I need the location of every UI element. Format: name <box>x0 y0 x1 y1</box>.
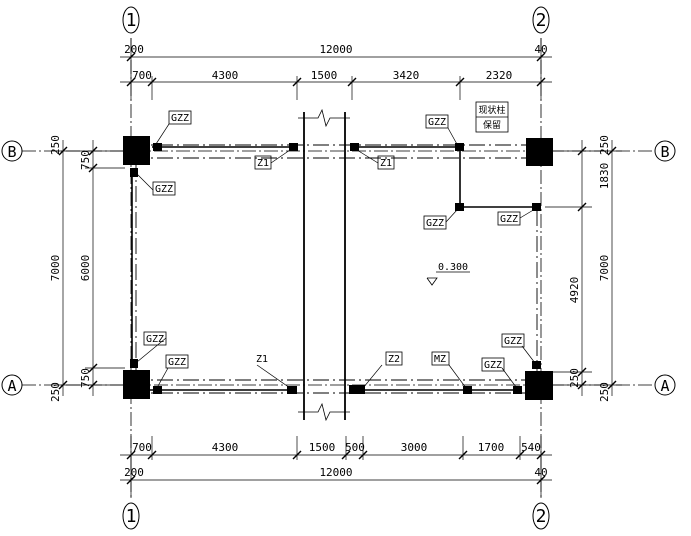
column-gzz <box>513 386 522 394</box>
dim-left-top-small: 750 <box>79 150 92 170</box>
dim-bottom-segment: 700 <box>132 441 152 454</box>
column-gzz <box>153 386 162 394</box>
solid-beams <box>131 146 537 391</box>
column-z1 <box>289 143 298 151</box>
dim-top-segment: 700 <box>132 69 152 82</box>
tag-gzz: GZZ <box>428 117 446 128</box>
tag-gzz: GZZ <box>155 184 173 195</box>
axis-label-col-1-bottom: 1 <box>126 506 137 527</box>
axis-label-row-a-left: A <box>7 377 16 395</box>
dim-bottom-left-offset: 200 <box>124 466 144 479</box>
column-z2 <box>349 385 365 394</box>
column-gzz <box>532 203 541 211</box>
axis-label-col-2-top: 2 <box>536 10 547 31</box>
column-gzz <box>532 361 541 369</box>
leader-lines <box>135 123 536 389</box>
tag-gzz: GZZ <box>146 334 164 345</box>
dim-top-segment: 2320 <box>486 69 513 82</box>
dim-right-bottom-small: 250 <box>598 382 611 402</box>
dim-bottom-segment: 1700 <box>478 441 505 454</box>
elevation-label: 0.300 <box>438 262 468 273</box>
dim-left-bottom-small: 250 <box>49 382 62 402</box>
tag-z1: Z1 <box>380 158 392 169</box>
column-gzz <box>455 203 464 211</box>
axis-label-row-b-right: B <box>660 143 669 161</box>
dim-top-segment: 3420 <box>393 69 420 82</box>
dim-right-overall: 7000 <box>598 255 611 282</box>
dim-right-bottom-small: 250 <box>568 368 581 388</box>
axis-label-col-1-top: 1 <box>126 10 137 31</box>
dim-top-left-offset: 200 <box>124 43 144 56</box>
dim-top-overall: 12000 <box>319 43 352 56</box>
column-corner-a2 <box>525 371 553 400</box>
column-gzz <box>130 359 138 368</box>
column-z1 <box>350 143 359 151</box>
tag-gzz: GZZ <box>484 360 502 371</box>
bottom-dimension-lines <box>120 436 552 498</box>
dim-left-overall: 7000 <box>49 255 62 282</box>
column-corner-b1 <box>123 136 150 165</box>
dim-right-lower: 4920 <box>568 277 581 304</box>
dim-bottom-right-offset: 40 <box>534 466 547 479</box>
columns <box>123 136 553 400</box>
column-mz <box>463 386 472 394</box>
left-dimension-lines <box>55 140 125 396</box>
dim-top-right-offset: 40 <box>534 43 547 56</box>
column-gzz <box>455 143 464 151</box>
tag-gzz: GZZ <box>426 218 444 229</box>
axis-label-row-b-left: B <box>7 143 16 161</box>
tag-boxes <box>143 101 525 372</box>
tag-z1: Z1 <box>256 354 268 365</box>
tag-z1: Z1 <box>257 158 269 169</box>
dim-left-inner: 6000 <box>79 255 92 282</box>
axis-bubbles <box>1 6 676 530</box>
right-dimension-lines <box>545 140 622 396</box>
column-corner-b2 <box>526 138 553 166</box>
column-gzz <box>130 168 138 177</box>
tag-gzz: GZZ <box>171 113 189 124</box>
dim-bottom-segment: 500 <box>345 441 365 454</box>
dim-bottom-segment: 1500 <box>309 441 336 454</box>
dim-left-bottom-small: 750 <box>79 368 92 388</box>
tag-gzz: GZZ <box>504 336 522 347</box>
dim-top-segment: 4300 <box>212 69 239 82</box>
dim-left-top-small: 250 <box>49 135 62 155</box>
dim-bottom-segment: 4300 <box>212 441 239 454</box>
dim-bottom-overall: 12000 <box>319 466 352 479</box>
break-lines <box>298 108 350 422</box>
top-dimension-lines <box>120 38 552 100</box>
existing-column-note: 保留 <box>483 119 501 131</box>
axis-label-row-a-right: A <box>660 377 669 395</box>
existing-column-note: 现状柱 <box>478 104 505 116</box>
column-corner-a1 <box>123 370 150 399</box>
axis-label-col-2-bottom: 2 <box>536 506 547 527</box>
beam-lines <box>131 144 541 394</box>
dim-right-upper: 1830 <box>598 163 611 190</box>
dim-bottom-segment: 540 <box>521 441 541 454</box>
dim-bottom-segment: 3000 <box>401 441 428 454</box>
column-z1 <box>287 386 297 394</box>
tag-z2: Z2 <box>388 354 400 365</box>
axis-lines <box>22 38 655 498</box>
expansion-joint <box>303 112 346 420</box>
tag-gzz: GZZ <box>168 357 186 368</box>
column-gzz <box>153 143 162 151</box>
dim-right-top-small: 250 <box>598 135 611 155</box>
elevation-symbol <box>426 277 438 286</box>
tag-mz: MZ <box>434 354 446 365</box>
tag-gzz: GZZ <box>500 214 518 225</box>
dim-top-segment: 1500 <box>311 69 338 82</box>
